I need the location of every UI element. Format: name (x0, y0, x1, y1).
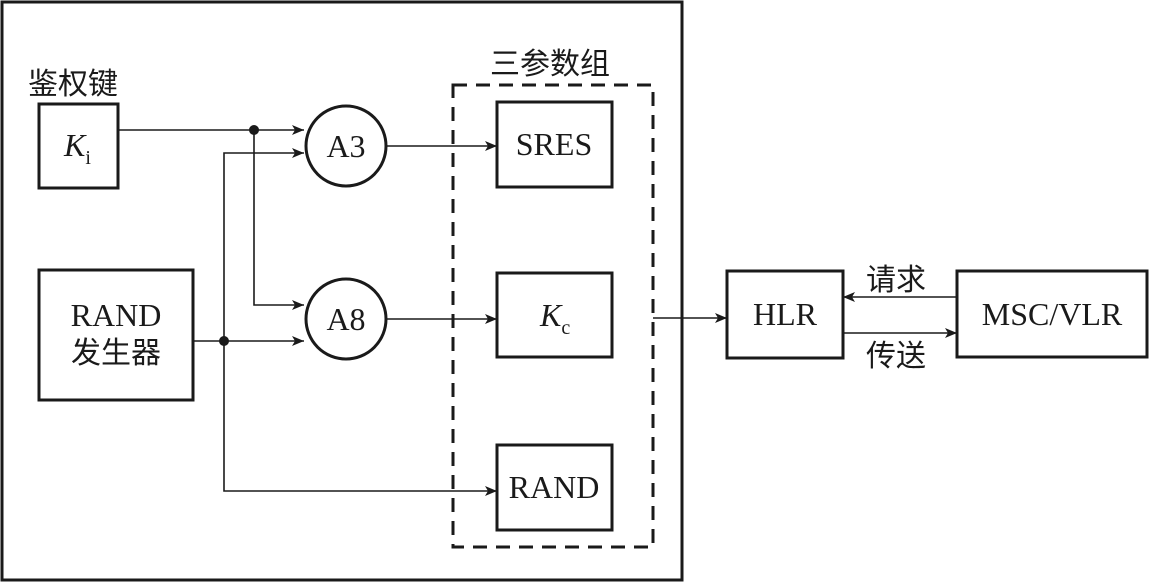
triplet-title: 三参数组 (490, 47, 610, 82)
junction-dot-ki (249, 125, 259, 135)
request-label: 请求 (866, 263, 926, 298)
svg-text:Ki: Ki (63, 127, 91, 169)
svg-text:Kc: Kc (539, 297, 570, 339)
ki-label: K (63, 127, 87, 163)
hlr-label: HLR (753, 296, 818, 332)
triplet-group-border (451, 83, 655, 549)
ki-subscript: i (85, 147, 91, 169)
connection-lines (118, 125, 957, 496)
rand-generator-box: RAND 发生器 (37, 268, 195, 402)
ki-to-a8-line (253, 130, 304, 310)
kc-box: Kc (495, 271, 614, 359)
rand-to-a3-line (223, 148, 304, 341)
a8-label: A8 (326, 301, 365, 337)
transfer-label: 传送 (866, 339, 926, 374)
outer-frame (0, 0, 684, 582)
kc-subscript: c (561, 317, 570, 339)
a3-algorithm-node: A3 (304, 104, 388, 188)
junction-dot-rand (219, 336, 229, 346)
sres-box: SRES (495, 100, 614, 189)
kc-label: K (539, 297, 563, 333)
rand-generator-label-line2: 发生器 (71, 336, 161, 371)
msc-vlr-box: MSC/VLR (955, 269, 1149, 359)
rand-to-triplet-line (223, 341, 497, 496)
ki-box: Ki (37, 102, 120, 190)
rand-label: RAND (509, 469, 600, 505)
auth-key-title: 鉴权键 (28, 67, 118, 102)
msc-vlr-label: MSC/VLR (982, 296, 1123, 332)
hlr-box: HLR (725, 269, 845, 360)
a8-algorithm-node: A8 (304, 277, 388, 361)
rand-box: RAND (495, 443, 614, 532)
a3-label: A3 (326, 128, 365, 164)
rand-generator-label-line1: RAND (71, 297, 162, 333)
sres-label: SRES (516, 126, 592, 162)
